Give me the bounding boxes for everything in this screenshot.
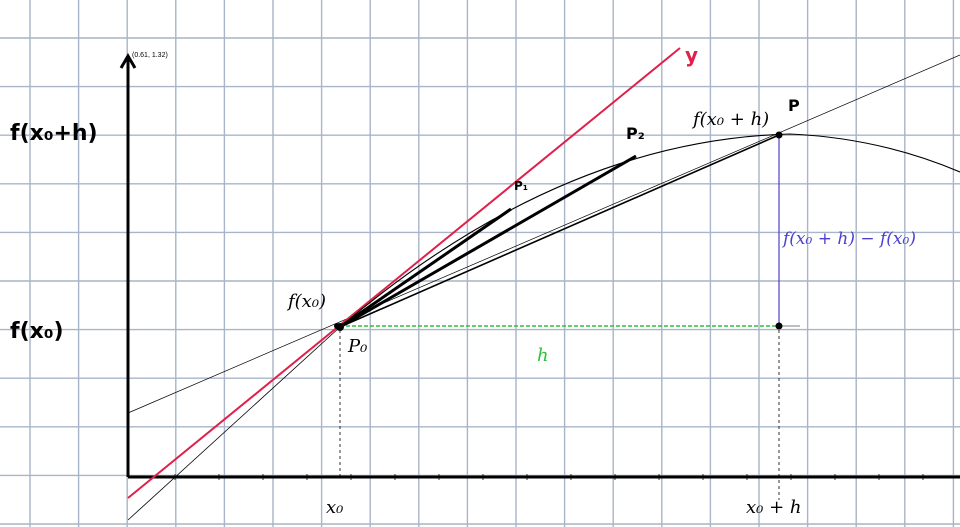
secant-line-extended (127, 54, 960, 414)
p1-name-label: P₁ (514, 179, 528, 193)
secant-p0-p1-thin (339, 213, 506, 328)
tangent-line (127, 47, 681, 499)
p0-name-label: P₀ (347, 336, 367, 357)
secant-p0-p2 (339, 154, 637, 329)
secant-p0-p (339, 134, 780, 328)
corner-coordinate-label: (0.61, 1.32) (132, 52, 168, 59)
tangent-label: y (685, 43, 698, 67)
y-label-fx0h: f(x₀+h) (10, 121, 98, 146)
function-curve (339, 133, 960, 328)
p2-name-label: P₂ (626, 124, 645, 143)
point-h-end (775, 322, 783, 330)
x-label-x0: x₀ (326, 497, 343, 518)
y-label-fx0: f(x₀) (10, 319, 64, 344)
point-p (775, 131, 783, 139)
x-axis-ticks (174, 474, 924, 480)
x-label-x0h: x₀ + h (746, 497, 802, 518)
difference-label: f(x₀ + h) − f(x₀) (781, 229, 916, 249)
lower-thin-line (127, 326, 341, 521)
point-p0-mark (334, 323, 340, 329)
p-name-label: P (788, 96, 800, 115)
p0-math-label: f(x₀) (286, 291, 326, 312)
increment-h-label: h (537, 345, 549, 366)
p-math-label: f(x₀ + h) (691, 109, 769, 130)
y-axis-arrow-icon (119, 53, 137, 69)
